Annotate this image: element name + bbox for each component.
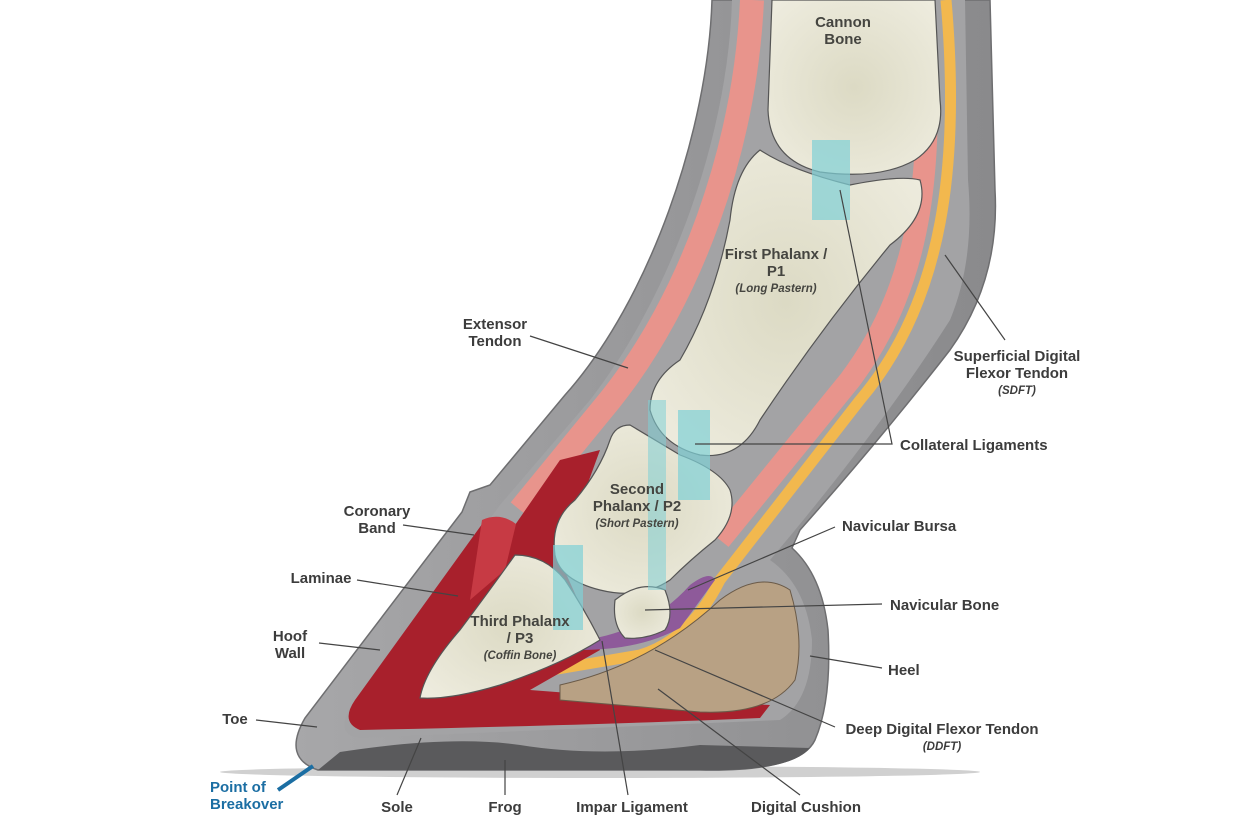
label-navicular-bursa: Navicular Bursa — [842, 518, 957, 535]
leader-hoof-wall — [318, 642, 381, 651]
leader-lines — [255, 189, 1006, 796]
label-laminae: Laminae — [290, 570, 352, 587]
leader-cushion — [657, 688, 801, 796]
label-p3-sub: (Coffin Bone) — [483, 650, 557, 662]
leader-extensor — [529, 335, 629, 369]
label-navicular-bone: Navicular Bone — [890, 597, 1000, 614]
impar-ligament-band — [648, 400, 666, 590]
label-p3-text: Third Phalanx / P3 — [470, 613, 570, 647]
leader-coronary — [402, 524, 475, 536]
label-third-phalanx: Third Phalanx / P3 (Coffin Bone) — [470, 613, 570, 665]
leader-navicular — [644, 603, 883, 611]
label-ddft-sub: (DDFT) — [922, 741, 962, 753]
leader-sole — [396, 737, 422, 796]
leader-sdft — [944, 254, 1006, 341]
label-coronary-band: Coronary Band — [343, 503, 411, 537]
navicular-bursa — [580, 576, 715, 650]
label-p2-text: Second Phalanx / P2 — [592, 481, 682, 515]
label-point-of-breakover: Point of Breakover — [210, 779, 284, 813]
label-hoof-wall: Hoof Wall — [272, 628, 308, 662]
cannon-bone — [767, 0, 942, 175]
label-p1-sub: (Long Pastern) — [735, 283, 817, 295]
extensor-tendon — [510, 0, 764, 518]
coronary-band-shape — [470, 516, 516, 600]
label-sdft-text: Superficial Digital Flexor Tendon — [953, 348, 1081, 382]
label-digital-cushion: Digital Cushion — [751, 799, 861, 816]
label-sole: Sole — [381, 799, 413, 816]
label-ddft: Deep Digital Flexor Tendon (DDFT) — [845, 721, 1038, 756]
leader-toe — [255, 719, 318, 728]
label-second-phalanx: Second Phalanx / P2 (Short Pastern) — [582, 481, 692, 533]
leader-ddft — [654, 649, 836, 728]
leader-heel — [809, 655, 883, 669]
label-ddft-text: Deep Digital Flexor Tendon — [845, 721, 1039, 738]
sole — [318, 741, 810, 771]
label-p1-text: First Phalanx / P1 — [724, 246, 828, 280]
label-p2-sub: (Short Pastern) — [595, 518, 679, 530]
label-heel: Heel — [888, 662, 920, 679]
label-frog: Frog — [488, 799, 522, 816]
label-sdft-sub: (SDFT) — [998, 385, 1036, 397]
label-impar-ligament: Impar Ligament — [576, 799, 688, 816]
leader-collateral — [695, 189, 893, 445]
label-collateral-ligaments: Collateral Ligaments — [900, 437, 1048, 454]
label-toe: Toe — [222, 711, 248, 728]
collateral-ligament-p3 — [553, 545, 583, 630]
collateral-ligament-p1 — [812, 140, 850, 220]
digital-cushion — [559, 581, 800, 713]
label-first-phalanx: First Phalanx / P1 (Long Pastern) — [721, 246, 831, 298]
leader-bursa — [687, 526, 836, 591]
leader-laminae — [356, 579, 459, 597]
label-cannon-bone: Cannon Bone — [815, 14, 871, 48]
label-sdft: Superficial Digital Flexor Tendon (SDFT) — [942, 348, 1092, 400]
label-extensor-tendon: Extensor Tendon — [462, 316, 528, 350]
leader-impar — [601, 640, 629, 796]
navicular-bone — [613, 586, 671, 639]
breakover-marker — [276, 764, 315, 792]
collateral-ligament-p2 — [678, 410, 710, 500]
first-phalanx — [649, 149, 923, 457]
